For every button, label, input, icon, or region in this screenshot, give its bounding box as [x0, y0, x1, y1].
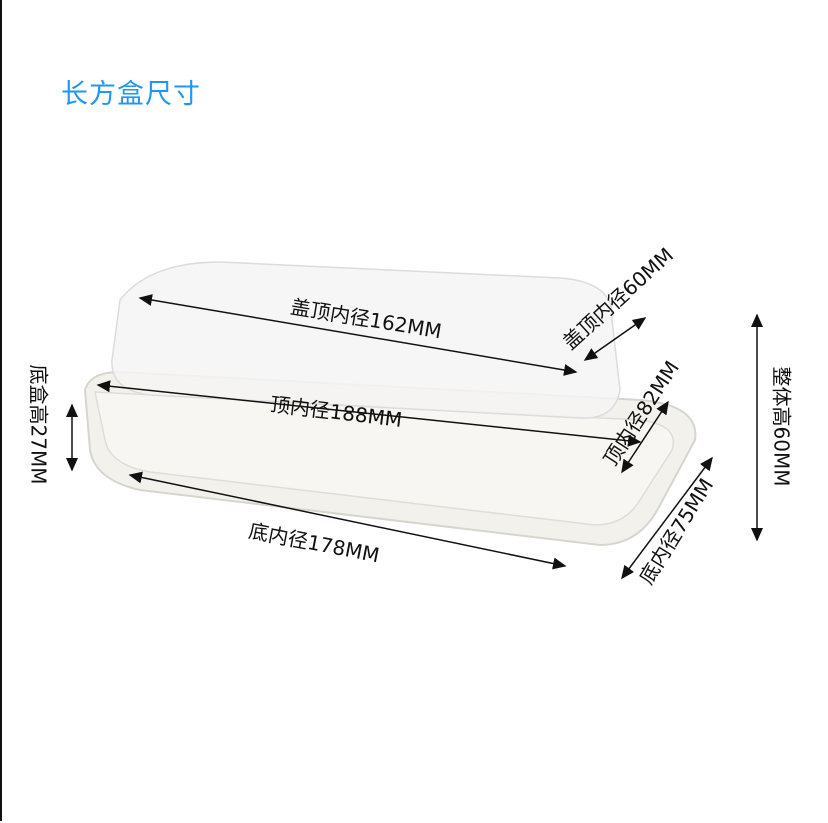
arrow-top-length — [96, 380, 642, 447]
label-base-height: 底盒高27MM — [26, 364, 51, 485]
arrow-bottom-length — [128, 471, 567, 570]
title: 长方盒尺寸 — [61, 79, 201, 110]
arrow-bottom-width — [621, 456, 713, 580]
arrow-lid-top-length — [138, 294, 578, 376]
arrow-lid-top-width — [583, 317, 647, 361]
label-total-height: 整体高60MM — [769, 366, 794, 487]
